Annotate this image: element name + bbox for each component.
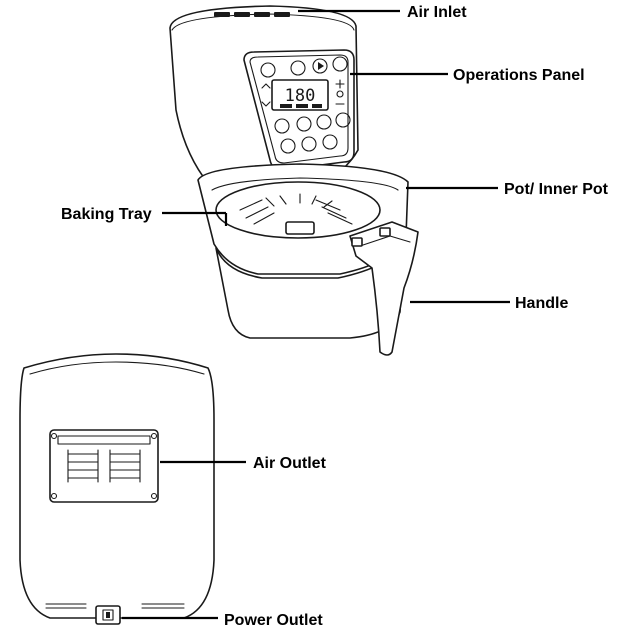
label-air-outlet: Air Outlet (253, 455, 327, 472)
preset-steak-icon (296, 116, 312, 132)
display-temperature: 180 (285, 86, 316, 106)
basket-handle (349, 221, 419, 356)
label-pot-inner-pot: Pot/ Inner Pot (504, 181, 609, 198)
settings-button-icon (332, 56, 348, 72)
up-arrow-icon (261, 83, 271, 89)
preset-fish-icon (280, 138, 296, 154)
digital-display (271, 79, 329, 111)
leader-lines (122, 9, 510, 620)
labels: Air Inlet Operations Panel Pot/ Inner Po… (61, 4, 609, 629)
preset-fries-icon (274, 118, 290, 134)
power-button-icon (260, 62, 276, 78)
air-fryer-back-view (19, 353, 215, 625)
label-baking-tray: Baking Tray (61, 206, 152, 223)
power-outlet (95, 605, 121, 625)
label-power-outlet: Power Outlet (224, 612, 323, 629)
label-air-inlet: Air Inlet (407, 4, 467, 21)
play-button-icon (312, 58, 328, 74)
fryer-basket (197, 163, 419, 356)
baking-tray (215, 181, 381, 239)
preset-chicken-icon (316, 114, 332, 130)
air-outlet-grille (49, 429, 159, 503)
tray-grip (285, 221, 315, 235)
timer-button-icon (290, 60, 306, 76)
label-handle: Handle (515, 295, 568, 312)
air-inlet-vents (214, 12, 290, 17)
preset-defrost-icon (322, 134, 338, 150)
air-fryer-front-view: 180 (169, 5, 419, 356)
preset-shrimp-icon (301, 136, 317, 152)
down-arrow-icon (261, 101, 271, 107)
operations-panel: 180 (243, 49, 355, 171)
baking-tray-slots (239, 193, 353, 225)
preset-cake-icon (335, 112, 351, 128)
plus-icon (335, 79, 345, 89)
label-operations-panel: Operations Panel (453, 67, 585, 84)
